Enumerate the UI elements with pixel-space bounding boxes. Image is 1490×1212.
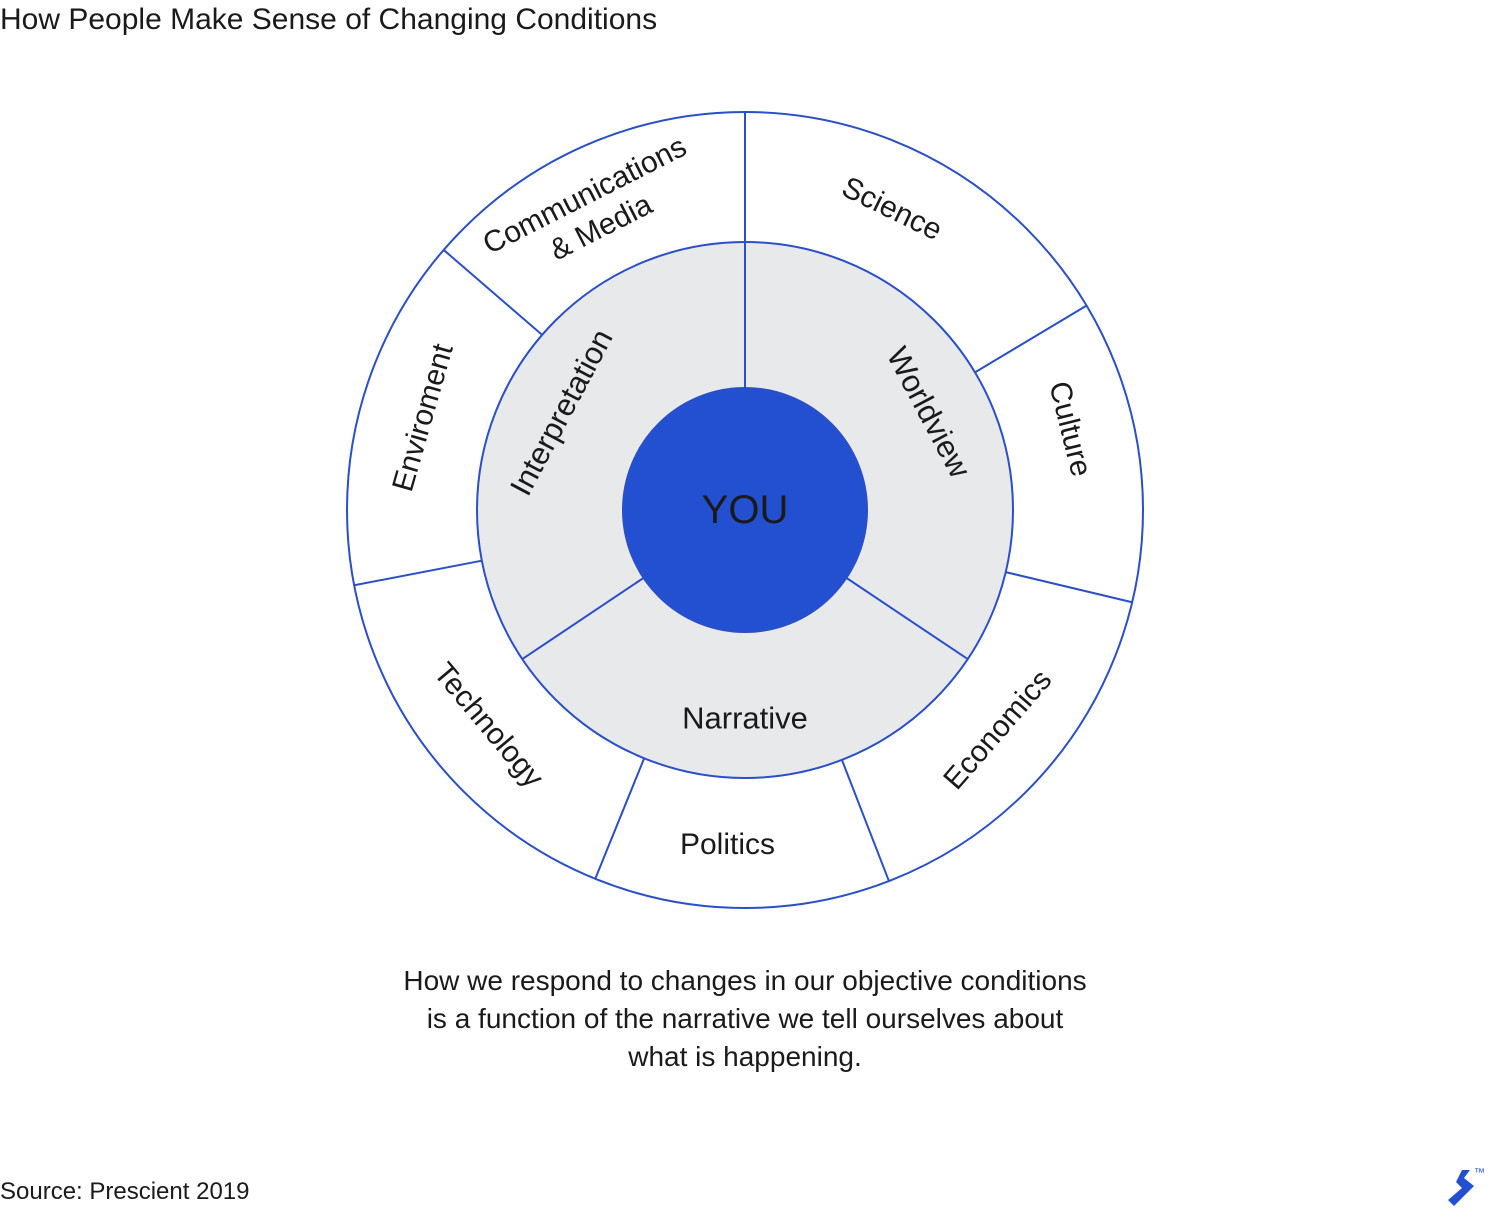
- caption-line: what is happening.: [628, 1041, 862, 1072]
- page-title: How People Make Sense of Changing Condit…: [0, 3, 658, 36]
- caption-line: is a function of the narrative we tell o…: [426, 1003, 1064, 1034]
- outer-divider: [840, 759, 890, 882]
- middle-segment-label-text: Narrative: [682, 701, 808, 736]
- outer-divider: [1005, 571, 1133, 604]
- trademark-mark: ™: [1474, 1167, 1485, 1179]
- center-label: YOU: [702, 488, 789, 532]
- center-circle: YOU: [622, 387, 868, 633]
- source-note: Source: Prescient 2019: [0, 1178, 250, 1205]
- outer-divider: [443, 249, 543, 336]
- middle-divider: [521, 577, 645, 660]
- outer-segment-label: Politics: [680, 828, 775, 861]
- caption: How we respond to changes in our objecti…: [245, 962, 1245, 1076]
- logo-mark: [1448, 1170, 1474, 1206]
- outer-divider: [974, 304, 1088, 374]
- caption-line: How we respond to changes in our objecti…: [403, 965, 1087, 996]
- middle-divider: [845, 577, 969, 660]
- center-circle-shape: [622, 387, 868, 633]
- toptal-logo-icon: ™: [1448, 1167, 1485, 1206]
- outer-divider: [353, 559, 483, 587]
- outer-segment-label-text: Politics: [680, 828, 775, 861]
- middle-segment-label: Narrative: [682, 701, 808, 736]
- outer-divider: [594, 757, 646, 880]
